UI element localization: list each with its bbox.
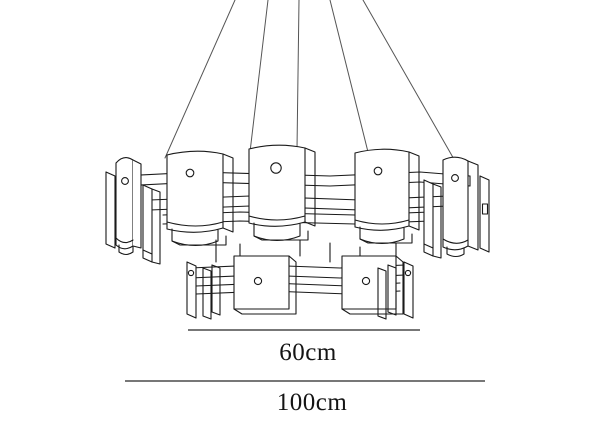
blade-right-inner <box>423 179 442 259</box>
edge-plate-right <box>479 175 490 253</box>
dimension-label-100cm: 100cm <box>276 389 348 416</box>
dimension-lines <box>125 329 485 382</box>
suspension-wire-1 <box>164 0 236 159</box>
suspension-wire-3 <box>296 0 300 150</box>
shade-upper-center <box>248 144 316 242</box>
shade-lower-left <box>233 255 297 315</box>
dimension-label-60cm: 60cm <box>279 339 337 366</box>
blade-lower-right-inner <box>377 264 397 320</box>
suspension-wires <box>164 0 456 162</box>
shade-upper-left <box>166 150 234 247</box>
suspension-wire-4 <box>329 0 369 153</box>
shade-lower-right <box>341 255 404 315</box>
suspension-wire-5 <box>362 0 456 162</box>
blade-left-inner <box>142 184 161 265</box>
shade-outer-right <box>442 156 479 258</box>
tier-connectors <box>215 239 397 263</box>
chandelier-fixture <box>105 144 490 320</box>
blade-lower-left-inner <box>202 264 221 320</box>
suspension-wire-2 <box>249 0 269 153</box>
edge-plate-left <box>105 171 116 249</box>
blade-lower-right-outer <box>403 261 414 319</box>
blade-lower-left-outer <box>186 261 197 319</box>
shade-upper-right <box>354 148 420 245</box>
shade-outer-left <box>115 157 142 256</box>
